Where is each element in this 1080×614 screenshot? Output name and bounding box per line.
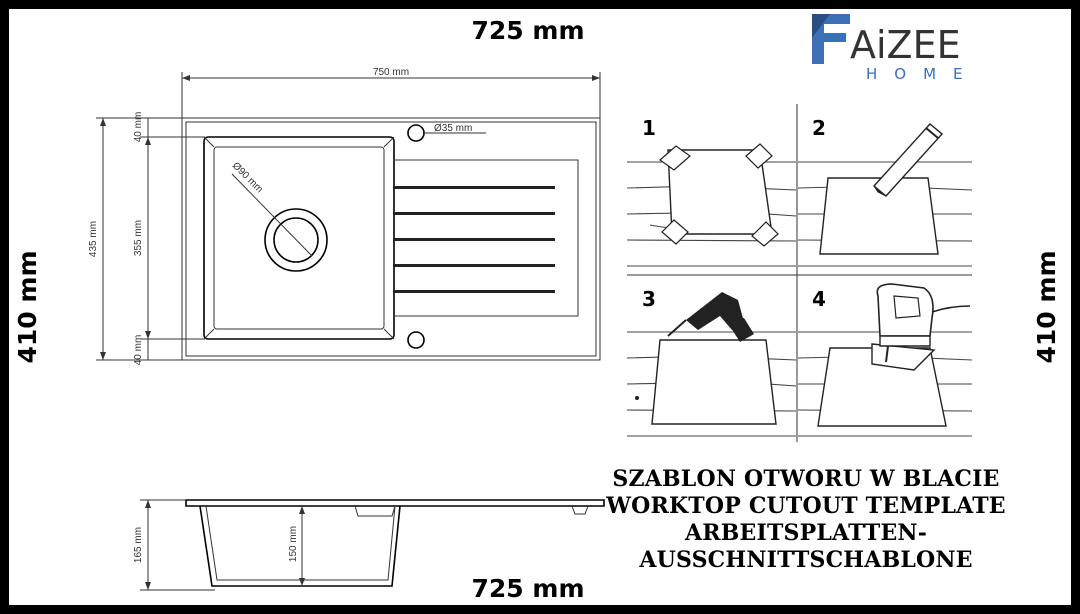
- outer-depth-label: 435 mm: [88, 221, 99, 257]
- drainboard-rib: [393, 238, 555, 241]
- depth-dimensions: 435 mm 40 mm 355 mm 40 mm: [88, 112, 205, 366]
- side-total-height-label: 165 mm: [133, 527, 144, 563]
- step-number-2: 2: [812, 116, 826, 140]
- margin-top-label: 40 mm: [133, 112, 144, 143]
- template-title-line2: WORKTOP CUTOUT TEMPLATE: [605, 493, 1006, 519]
- template-title-line4: AUSSCHNITTSCHABLONE: [638, 547, 972, 573]
- right-height-label: 410 mm: [1032, 251, 1061, 364]
- logo-f-mark-icon: [812, 14, 850, 64]
- step-number-4: 4: [812, 287, 826, 311]
- drainboard-rib: [393, 186, 555, 189]
- side-bowl-depth-label: 150 mm: [288, 526, 299, 562]
- drainboard-ribs: [393, 186, 555, 293]
- sink-width-label: 750 mm: [373, 67, 409, 78]
- tape-icon: [659, 145, 691, 171]
- drainboard-rib: [393, 264, 555, 267]
- drain-inner-ring-icon: [273, 217, 319, 263]
- step-4-jigsaw: [817, 283, 971, 427]
- top-width-label: 725 mm: [472, 16, 585, 45]
- template-title-line1: SZABLON OTWORU W BLACIE: [612, 466, 999, 492]
- bottom-width-label: 725 mm: [472, 574, 585, 603]
- left-height-label: 410 mm: [13, 251, 42, 364]
- logo-mark-shade-icon: [812, 14, 830, 38]
- faizee-logo: AiZEE HOME: [812, 14, 980, 83]
- step-number-3: 3: [642, 287, 656, 311]
- step-2-pencil-marking: [819, 123, 944, 255]
- step-3-drilling: [635, 292, 777, 425]
- overflow-hole-icon: [407, 331, 425, 349]
- template-title-line3: ARBEITSPLATTEN-: [684, 520, 927, 546]
- sink-side-view: 165 mm 150 mm: [133, 499, 605, 591]
- step-1-template-taped: [659, 143, 779, 247]
- installation-steps: [626, 104, 973, 442]
- drain-outer-ring-icon: [264, 208, 328, 272]
- bowl-inner-label: 355 mm: [133, 220, 144, 256]
- sink-width-dimension: 750 mm: [181, 67, 601, 118]
- tap-hole-label: Ø35 mm: [434, 123, 472, 134]
- tap-hole-icon: [407, 124, 425, 142]
- drainboard-rib: [393, 290, 555, 293]
- tape-icon: [751, 221, 779, 247]
- tape-icon: [745, 143, 773, 169]
- logo-subtext: HOME: [866, 65, 980, 83]
- tape-icon: [661, 219, 689, 245]
- drainboard-rib: [393, 212, 555, 215]
- step-number-1: 1: [642, 116, 656, 140]
- margin-bottom-label: 40 mm: [133, 335, 144, 366]
- template-title: SZABLON OTWORU W BLACIE WORKTOP CUTOUT T…: [605, 466, 1006, 573]
- logo-text: AiZEE: [850, 23, 961, 67]
